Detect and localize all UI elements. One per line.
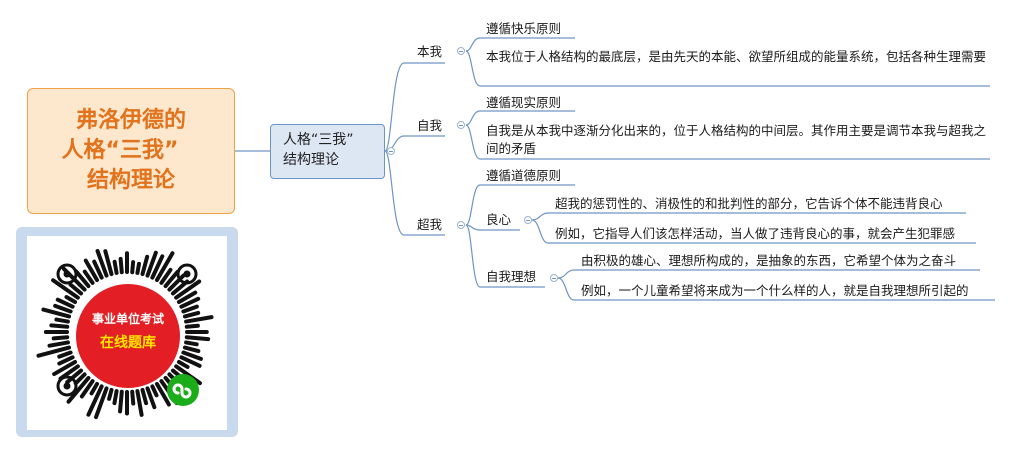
qr-ray	[184, 315, 214, 324]
ziwolixiang-item-1[interactable]: 由积极的雄心、理想所构成的，是抽象的东西，它希望个体为之奋斗	[581, 253, 957, 268]
title-line-1: 弗洛伊德的	[75, 108, 186, 133]
qr-ray	[95, 248, 109, 278]
qr-ray	[58, 364, 80, 381]
qr-ray	[112, 259, 119, 275]
qr-ray	[155, 251, 175, 283]
qr-ray	[167, 273, 186, 292]
qr-ray	[176, 360, 190, 369]
qr-center-badge: 事业单位考试 在线题库	[76, 284, 180, 388]
qr-ray	[150, 384, 159, 398]
qr-ray	[184, 323, 200, 329]
qr-ray	[49, 323, 70, 329]
qr-ray	[184, 340, 199, 347]
qr-ray	[36, 345, 72, 358]
qr-ray	[83, 258, 99, 283]
qr-ray	[184, 335, 211, 342]
qr-ray	[73, 372, 87, 386]
chaowo-principle[interactable]: 遵循道德原则	[486, 168, 562, 183]
qr-ray	[107, 387, 114, 401]
qr-ray	[181, 350, 203, 361]
collapse-toggle-liangxin[interactable]	[524, 216, 532, 224]
qr-ray	[55, 297, 75, 309]
qr-ray	[61, 266, 87, 292]
qr-ray	[179, 296, 201, 309]
title-line-2: 人格“三我”	[61, 138, 179, 163]
qr-ray	[74, 269, 91, 289]
collapse-toggle-center[interactable]	[387, 147, 395, 155]
liangxin-item-1[interactable]: 超我的惩罚性的、消极性的和批判性的部分，它告诉个体不能违背良心	[555, 196, 943, 211]
qr-ray	[79, 379, 95, 399]
ziwolixiang-label[interactable]: 自我理想	[486, 269, 537, 284]
qr-ray	[64, 295, 78, 304]
qr-ray	[170, 279, 190, 296]
qr-ray	[66, 375, 91, 404]
liangxin-label[interactable]: 良心	[486, 212, 512, 227]
qr-ray	[52, 360, 78, 377]
collapse-toggle-ziwo[interactable]	[457, 121, 465, 129]
collapse-toggle-benwo[interactable]	[457, 47, 465, 55]
ziwolixiang-item-2[interactable]: 例如，一个儿童希望将来成为一个什么样的人，就是自我理想所引起的	[581, 283, 969, 298]
ziwo-description[interactable]: 自我是从本我中逐渐分化出来的，位于人格结构的中间层。其作用主要是调节本我与超我之…	[486, 123, 987, 156]
qr-ray	[176, 290, 198, 304]
qr-ray	[130, 260, 136, 275]
qr-ray	[135, 389, 144, 417]
qr-ray	[112, 389, 119, 406]
qr-ray	[51, 335, 70, 341]
title-line-3: 结构理论	[86, 168, 175, 193]
qr-ray	[68, 282, 84, 296]
benwo-principle[interactable]: 遵循快乐原则	[486, 21, 562, 36]
qr-ray	[163, 269, 180, 289]
qr-ray	[182, 310, 201, 319]
qr-ray	[118, 256, 124, 275]
liangxin-item-2[interactable]: 例如，它指导人们该怎样活动，当人做了违背良心的事，就会产生犯罪感	[555, 226, 956, 241]
qr-ray	[174, 279, 202, 300]
qr-ray	[53, 303, 73, 314]
central-topic-line-2: 结构理论	[283, 152, 339, 168]
title-node[interactable]: 弗洛伊德的 人格“三我” 结构理论	[27, 88, 235, 214]
qr-ray	[51, 278, 80, 300]
collapse-toggle-chaowo[interactable]	[457, 221, 465, 229]
qr-ray	[89, 381, 99, 396]
branch-chaowo-label[interactable]: 超我	[417, 217, 443, 232]
qr-badge-red-circle	[76, 284, 180, 388]
qr-ray	[92, 259, 104, 280]
ziwo-principle[interactable]: 遵循现实原则	[486, 95, 562, 110]
branch-benwo-label[interactable]: 本我	[417, 44, 443, 59]
qr-ray	[174, 364, 202, 386]
qr-top-text: 事业单位考试	[92, 311, 164, 326]
qr-ray	[94, 386, 109, 420]
central-topic-node[interactable]: 人格“三我” 结构理论	[270, 124, 385, 179]
qr-ray	[54, 317, 70, 324]
qr-ray	[145, 250, 158, 278]
central-topic-line-1: 人格“三我”	[283, 132, 354, 148]
qr-ray	[155, 381, 171, 407]
qr-ray	[57, 355, 75, 366]
qr-bottom-text: 在线题库	[100, 334, 156, 351]
qr-ray	[65, 368, 84, 385]
qr-ray	[47, 340, 70, 348]
qr-ray	[140, 387, 149, 406]
qr-ray	[118, 389, 124, 414]
qr-ray	[140, 254, 150, 277]
qr-ray	[181, 304, 199, 314]
mini-program-icon	[167, 374, 199, 406]
qr-ray	[103, 249, 114, 277]
qr-ray	[145, 386, 157, 410]
qr-ray	[150, 254, 165, 280]
qr-ray	[130, 389, 136, 406]
qr-ray	[159, 267, 173, 285]
qr-ray	[41, 307, 72, 319]
qr-ray	[179, 355, 202, 368]
qr-ray	[182, 345, 201, 354]
qr-ray	[135, 261, 142, 275]
qr-ray	[57, 350, 73, 359]
qr-ray	[82, 269, 95, 285]
benwo-description[interactable]: 本我位于人格结构的最底层，是由先天的本能、欲望所组成的能量系统，包括各种生理需要	[486, 49, 987, 64]
collapse-toggle-ziwolixiang[interactable]	[550, 274, 558, 282]
branch-ziwo-label[interactable]: 自我	[417, 118, 443, 133]
qr-ray	[86, 384, 104, 417]
